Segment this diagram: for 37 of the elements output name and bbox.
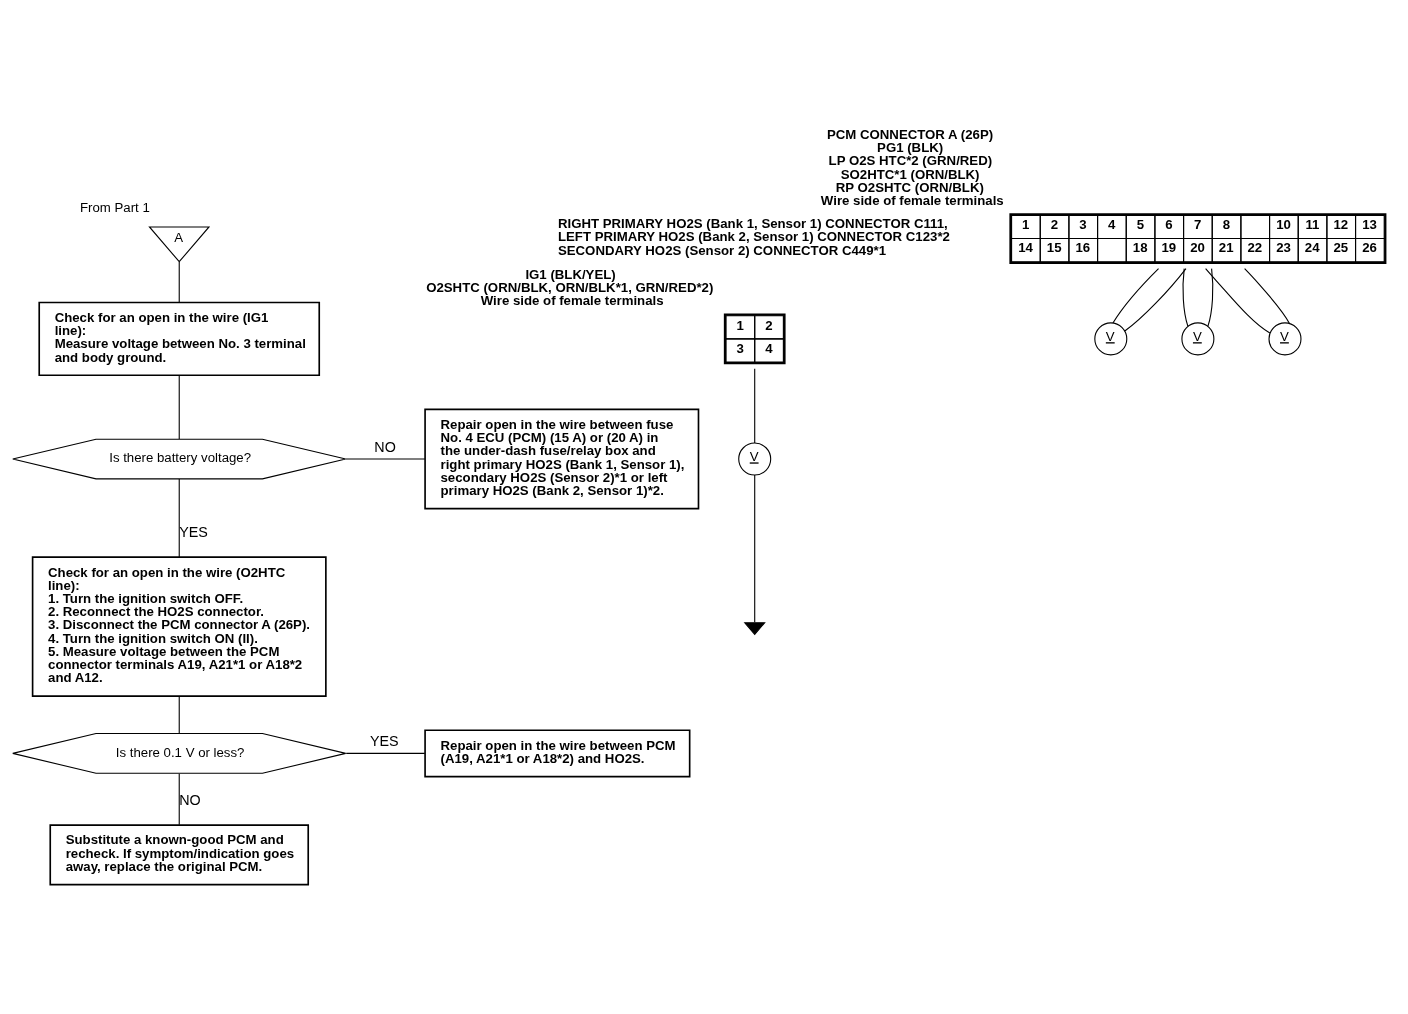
node-circle: V xyxy=(1181,322,1215,356)
node-box: Repair open in the wire between PCM (A19, A21*1 or A18*2) and HO2S. xyxy=(424,729,691,778)
connector xyxy=(1205,268,1271,334)
node-box: Check for an open in the wire (O2HTC line): 1. Turn the ignition switch OFF. 2. Reconnect the HO2S connector. 3. Disconnect the PCM connector A (26P). 4. Turn the ignition switch ON (II). 5. Measure voltage between the PCM connector terminals A19, A21*1 or A18*2 and A12. xyxy=(31,556,327,697)
node-label: PG1 (BLK) xyxy=(877,140,944,156)
node-box: Check for an open in the wire (IG1 line): Measure voltage between No. 3 terminal and body ground. xyxy=(38,301,321,377)
node-circle: V xyxy=(1268,322,1302,356)
connector xyxy=(1244,268,1290,324)
connector xyxy=(754,368,756,444)
edge-label: NO xyxy=(179,791,201,808)
connector xyxy=(178,695,180,734)
node-label: From Part 1 xyxy=(80,199,150,215)
node-label: Wire side of female terminals xyxy=(480,293,664,309)
node-label: IG1 (BLK/YEL) xyxy=(525,266,616,282)
connector xyxy=(178,374,180,440)
node-box: Repair open in the wire between fuse No. 4 ECU (PCM) (15 A) or (20 A) in the under-dash fuse/relay box and right primary HO2S (Bank 1, Sensor 1), secondary HO2S (Sensor 2)*1 or left primary HO2S (Bank 2, Sensor 1)*2. xyxy=(424,408,700,510)
edge-label: YES xyxy=(179,523,208,540)
edge-label: NO xyxy=(374,438,396,455)
node-box: Substitute a known-good PCM and recheck. If symptom/indication goes away, replace the original PCM. xyxy=(49,824,310,886)
connector xyxy=(1207,268,1214,327)
connector xyxy=(345,458,426,460)
connector xyxy=(178,773,180,826)
connector xyxy=(1112,268,1160,324)
connector xyxy=(178,261,180,303)
connector xyxy=(1182,268,1189,327)
connector xyxy=(1124,268,1187,332)
label: RIGHT PRIMARY HO2S (Bank 1, Sensor 1) CONNECTOR C111, xyxy=(557,216,948,232)
node-circle: V xyxy=(738,442,772,476)
node-label: SO2HTC*1 (ORN/BLK) xyxy=(840,166,980,182)
node-ground xyxy=(743,622,766,636)
node-label: PCM CONNECTOR A (26P) xyxy=(826,126,994,142)
connector xyxy=(754,474,756,623)
node-circle: V xyxy=(1094,322,1128,356)
connector xyxy=(345,752,426,754)
node-label: Wire side of female terminals xyxy=(820,193,1004,209)
connector xyxy=(178,478,180,558)
edge-label: YES xyxy=(369,733,399,750)
